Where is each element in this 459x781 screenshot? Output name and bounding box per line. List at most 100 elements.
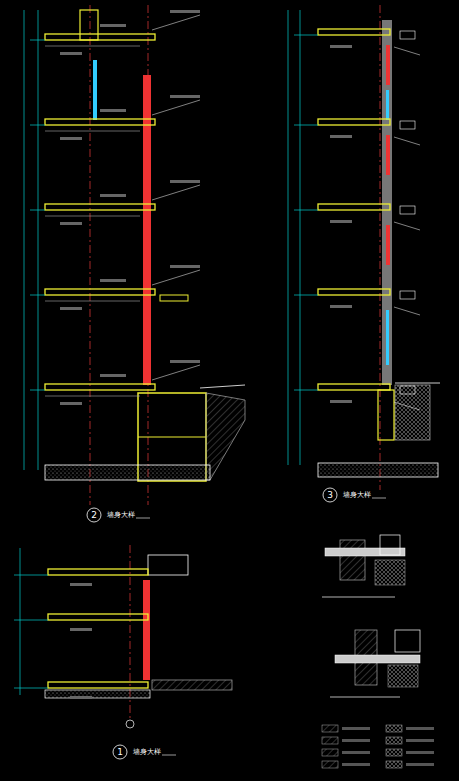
stroke: [406, 763, 434, 766]
stroke: [113, 745, 127, 759]
stroke: [152, 15, 200, 30]
stroke: [294, 295, 318, 296]
stroke: [45, 119, 155, 125]
section-title: 墙身大样: [106, 512, 136, 519]
section-1: [20, 545, 232, 728]
stroke: [170, 360, 200, 363]
stroke: [318, 384, 390, 390]
stroke: [152, 270, 200, 285]
stroke: [394, 222, 420, 230]
stroke: [386, 761, 402, 768]
stroke: [14, 688, 48, 689]
stroke: [394, 402, 420, 410]
stroke: [45, 34, 155, 40]
stroke: [45, 384, 155, 390]
stroke: [294, 35, 318, 36]
detail-drawings: [322, 535, 420, 697]
stroke: [386, 737, 402, 744]
stroke: [48, 614, 148, 620]
stroke: [342, 727, 370, 730]
stroke: [30, 40, 45, 41]
stroke: [323, 488, 337, 502]
stroke: [60, 137, 82, 140]
stroke: [60, 402, 82, 405]
stroke: [152, 185, 200, 200]
stroke: [87, 508, 101, 522]
stroke: [322, 737, 338, 744]
stroke: [48, 569, 148, 575]
stroke: [330, 305, 352, 308]
callout-number: 2: [90, 511, 98, 520]
stroke: [386, 749, 402, 756]
stroke: [100, 109, 126, 112]
stroke: [100, 24, 126, 27]
stroke: [70, 628, 92, 631]
stroke: [45, 131, 140, 132]
stroke: [330, 45, 352, 48]
stroke: [394, 307, 420, 315]
stroke: [70, 696, 92, 699]
stroke: [342, 739, 370, 742]
stroke: [318, 289, 390, 295]
stroke: [60, 52, 82, 55]
stroke: [322, 761, 338, 768]
stroke: [394, 47, 420, 55]
stroke: [400, 31, 415, 39]
stroke: [330, 400, 352, 403]
stroke: [330, 220, 352, 223]
stroke: [386, 725, 402, 732]
stroke: [100, 279, 126, 282]
stroke: [406, 727, 434, 730]
stroke: [170, 10, 200, 13]
stroke: [400, 121, 415, 129]
stroke: [322, 725, 338, 732]
stroke: [170, 180, 200, 183]
stroke: [170, 95, 200, 98]
stroke: [406, 739, 434, 742]
stroke: [400, 291, 415, 299]
stroke: [30, 210, 45, 211]
stroke: [14, 620, 48, 621]
stroke: [394, 137, 420, 145]
stroke: [318, 204, 390, 210]
stroke: [342, 751, 370, 754]
callout-number: 1: [116, 748, 124, 757]
stroke: [100, 374, 126, 377]
stroke: [294, 125, 318, 126]
stroke: [294, 210, 318, 211]
stroke: [14, 575, 48, 576]
material-legend: [322, 725, 434, 768]
stroke: [30, 125, 45, 126]
stroke: [318, 29, 390, 35]
callout-number: 3: [326, 491, 334, 500]
slab-lines: [14, 10, 420, 699]
stroke: [30, 295, 45, 296]
stroke: [45, 301, 140, 302]
stroke: [60, 307, 82, 310]
section-title: 墙身大样: [132, 749, 162, 756]
stroke: [152, 100, 200, 115]
stroke: [318, 119, 390, 125]
stroke: [100, 194, 126, 197]
stroke: [152, 365, 200, 380]
stroke: [45, 289, 155, 295]
stroke: [48, 682, 148, 688]
stroke: [342, 763, 370, 766]
section-2: [24, 5, 245, 505]
stroke: [45, 46, 140, 47]
stroke: [45, 396, 140, 397]
stroke: [294, 390, 318, 391]
stroke: [30, 390, 45, 391]
section-title: 墙身大样: [342, 492, 372, 499]
stroke: [322, 749, 338, 756]
stroke: [170, 265, 200, 268]
stroke: [406, 751, 434, 754]
stroke: [45, 204, 155, 210]
stroke: [45, 216, 140, 217]
stroke: [70, 583, 92, 586]
stroke: [330, 135, 352, 138]
section-3: [288, 5, 440, 490]
stroke: [400, 206, 415, 214]
stroke: [400, 386, 415, 394]
